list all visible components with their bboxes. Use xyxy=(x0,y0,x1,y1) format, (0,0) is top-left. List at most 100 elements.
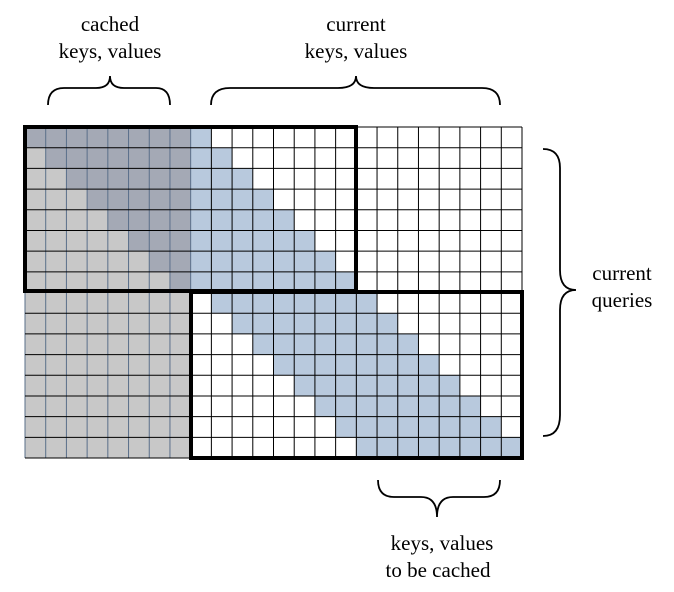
attention-cell xyxy=(273,333,295,355)
attention-cell xyxy=(25,168,47,190)
attention-cell xyxy=(294,333,316,355)
attention-cell xyxy=(273,313,295,335)
attention-cell xyxy=(149,127,171,148)
attention-cell xyxy=(66,209,88,231)
attention-cell xyxy=(335,395,357,417)
attention-cell xyxy=(294,189,316,211)
attention-cell xyxy=(169,354,191,376)
attention-cell xyxy=(459,127,481,148)
attention-cell xyxy=(149,416,171,438)
attention-cell xyxy=(335,416,357,438)
attention-cell xyxy=(107,168,129,190)
attention-cell xyxy=(211,333,233,355)
attention-cell xyxy=(335,189,357,211)
attention-cell xyxy=(211,168,233,190)
attention-cell xyxy=(501,251,523,273)
attention-cell xyxy=(501,271,523,293)
attention-cell xyxy=(25,189,47,211)
attention-cell xyxy=(211,230,233,252)
attention-cell xyxy=(252,168,274,190)
attention-cell xyxy=(128,354,150,376)
attention-cell xyxy=(459,437,481,459)
attention-cell xyxy=(45,354,67,376)
attention-cell xyxy=(45,416,67,438)
attention-cell xyxy=(169,127,191,148)
attention-cell xyxy=(128,127,150,148)
attention-cell xyxy=(501,168,523,190)
attention-cell xyxy=(25,147,47,169)
attention-cell xyxy=(128,292,150,314)
attention-cell xyxy=(335,251,357,273)
attention-cell xyxy=(439,209,461,231)
attention-cell xyxy=(480,395,502,417)
attention-cell xyxy=(501,333,523,355)
attention-cell xyxy=(211,313,233,335)
attention-cell xyxy=(439,230,461,252)
attention-cell xyxy=(107,230,129,252)
attention-cell xyxy=(501,292,523,314)
attention-cell xyxy=(377,333,399,355)
attention-cell xyxy=(25,127,47,148)
attention-cell xyxy=(356,313,378,335)
attention-cell xyxy=(273,395,295,417)
attention-cell xyxy=(439,271,461,293)
attention-cell xyxy=(25,416,47,438)
attention-cell xyxy=(418,354,440,376)
attention-cell xyxy=(480,416,502,438)
attention-cell xyxy=(314,230,336,252)
attention-cell xyxy=(439,313,461,335)
attention-cell xyxy=(377,292,399,314)
attention-cell xyxy=(294,313,316,335)
attention-cell xyxy=(501,127,523,148)
keys-to-be-cached-brace xyxy=(377,479,501,518)
attention-cell xyxy=(335,292,357,314)
attention-cell xyxy=(190,271,212,293)
attention-cell xyxy=(190,313,212,335)
attention-cell xyxy=(335,437,357,459)
attention-cell xyxy=(87,127,109,148)
attention-cell xyxy=(190,354,212,376)
attention-cell xyxy=(418,147,440,169)
attention-cell xyxy=(232,375,254,397)
attention-cell xyxy=(418,416,440,438)
attention-cell xyxy=(314,251,336,273)
attention-cell xyxy=(252,209,274,231)
attention-cell xyxy=(87,230,109,252)
attention-cell xyxy=(501,230,523,252)
attention-cell xyxy=(377,209,399,231)
attention-cell xyxy=(211,375,233,397)
attention-cell xyxy=(87,251,109,273)
attention-cell xyxy=(211,416,233,438)
attention-cell xyxy=(480,147,502,169)
attention-cell xyxy=(335,168,357,190)
attention-cell xyxy=(25,395,47,417)
attention-cell xyxy=(169,251,191,273)
attention-cell xyxy=(232,395,254,417)
attention-cell xyxy=(190,333,212,355)
attention-cell xyxy=(273,189,295,211)
attention-cell xyxy=(211,292,233,314)
attention-cell xyxy=(356,437,378,459)
attention-cell xyxy=(87,189,109,211)
to-be-cached-label-line1: keys, values xyxy=(391,531,494,555)
attention-cell xyxy=(418,189,440,211)
attention-cell xyxy=(439,168,461,190)
attention-cell xyxy=(107,437,129,459)
attention-cell xyxy=(356,168,378,190)
attention-cell xyxy=(273,271,295,293)
attention-cell xyxy=(87,292,109,314)
attention-cell xyxy=(397,127,419,148)
attention-cell xyxy=(190,292,212,314)
attention-cell xyxy=(252,189,274,211)
attention-cell xyxy=(397,354,419,376)
attention-cell xyxy=(87,395,109,417)
attention-cell xyxy=(45,127,67,148)
attention-cell xyxy=(45,333,67,355)
attention-cell xyxy=(252,127,274,148)
attention-cell xyxy=(377,437,399,459)
attention-cell xyxy=(232,437,254,459)
attention-cell xyxy=(459,251,481,273)
attention-cell xyxy=(107,416,129,438)
attention-cell xyxy=(356,271,378,293)
attention-cell xyxy=(232,127,254,148)
